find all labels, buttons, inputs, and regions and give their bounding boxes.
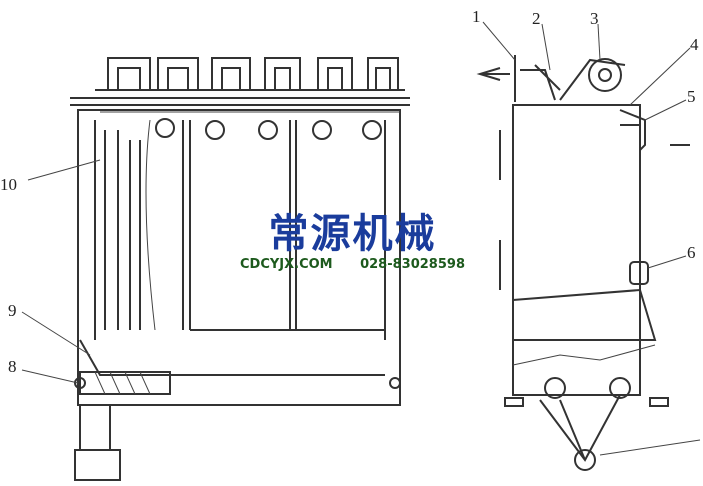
shaker-pulleys <box>155 118 382 140</box>
outlet-arrow <box>476 67 510 81</box>
label-3: 3 <box>590 9 599 28</box>
outlet-valve <box>514 55 561 102</box>
part-labels: 1 2 3 4 5 6 8 9 10 <box>0 7 699 376</box>
label-10: 10 <box>0 175 17 194</box>
watermark-site: CDCYJX.COM <box>240 257 333 272</box>
label-1: 1 <box>472 7 481 26</box>
label-8: 8 <box>8 357 17 376</box>
label-9: 9 <box>8 301 17 320</box>
left-frame <box>77 109 401 406</box>
label-2: 2 <box>532 9 541 28</box>
screw-conveyor <box>74 371 401 395</box>
top-ducts <box>95 57 405 91</box>
bag-section <box>512 288 657 341</box>
watermark-phone: 028-83028598 <box>360 257 465 272</box>
right-frame <box>512 104 641 396</box>
filter-bags <box>94 119 386 340</box>
inlet-pipe <box>629 261 649 285</box>
label-5: 5 <box>687 87 696 106</box>
hopper <box>79 339 385 376</box>
label-4: 4 <box>690 35 699 54</box>
motor <box>74 404 121 481</box>
watermark: 常源机械 CDCYJX.COM 028-83028598 <box>240 212 465 272</box>
fan-wheel <box>588 58 622 92</box>
leader-lines <box>21 21 691 384</box>
drive-pulley <box>574 449 596 471</box>
right-machine <box>476 55 701 471</box>
left-machine <box>70 57 410 481</box>
watermark-title: 常源机械 <box>268 211 437 257</box>
valve-linkage <box>559 58 646 151</box>
label-6: 6 <box>687 243 696 262</box>
